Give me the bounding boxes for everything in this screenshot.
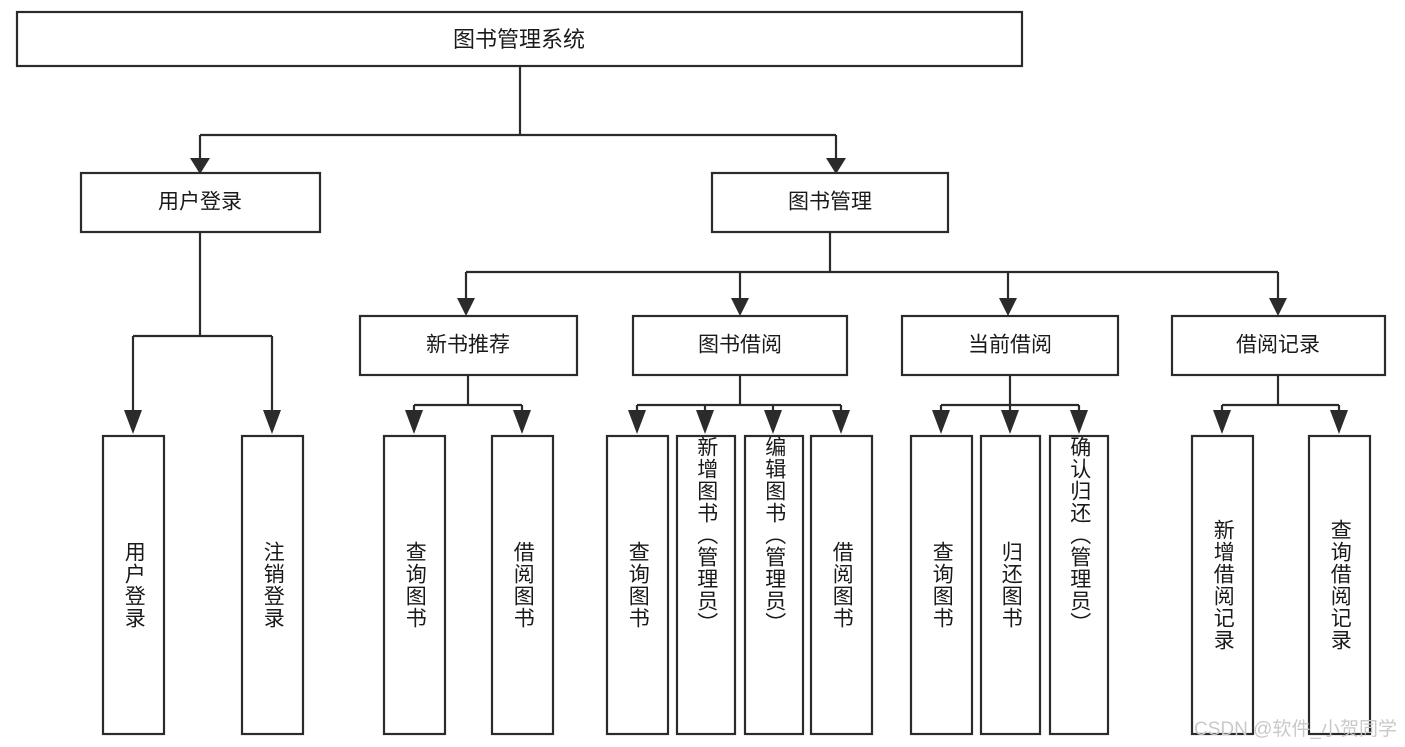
arrow-to-leaf-query-book-1 <box>405 410 423 434</box>
arrow-to-leaf-confirm-return <box>1070 410 1088 434</box>
node-current-borrow[interactable]: 当前借阅 <box>900 314 1120 377</box>
edge-bookmanage-trunk <box>464 233 1280 300</box>
arrow-to-book-manage <box>826 158 846 174</box>
node-borrow-record-box[interactable] <box>1170 314 1387 377</box>
arrow-to-leaf-borrow-book-1 <box>513 410 531 434</box>
arrow-to-book-borrow <box>731 298 749 316</box>
edge-currentborrow-trunk <box>939 375 1081 412</box>
node-new-book-recommend-box[interactable] <box>358 314 579 377</box>
edge-userlogin-trunk <box>131 232 274 412</box>
node-current-borrow-label: 当前借阅 <box>968 334 1052 357</box>
node-root[interactable]: 图书管理系统 <box>15 10 1024 68</box>
node-root-box[interactable] <box>15 10 1024 68</box>
leaf-borrow-book-2-box[interactable] <box>809 434 874 736</box>
arrow-to-new-book <box>457 298 475 316</box>
arrow-to-user-login <box>190 158 210 174</box>
node-current-borrow-box[interactable] <box>900 314 1120 377</box>
leaf-user-login-box[interactable] <box>101 434 166 736</box>
arrow-to-leaf-query-book-2 <box>628 410 646 434</box>
leaf-query-book-1-box[interactable] <box>382 434 447 736</box>
leaf-query-borrow-record-box[interactable] <box>1307 434 1372 736</box>
arrow-to-leaf-add-book <box>696 410 714 434</box>
leaf-confirm-return-box[interactable] <box>1048 434 1110 736</box>
node-root-label: 图书管理系统 <box>453 27 585 52</box>
leaf-borrow-book-1-box[interactable] <box>490 434 555 736</box>
leaf-edit-book-box[interactable] <box>743 434 805 736</box>
arrow-to-leaf-return-book <box>1001 410 1019 434</box>
arrow-to-leaf-borrow-book-2 <box>832 410 850 434</box>
node-book-borrow-box[interactable] <box>631 314 849 377</box>
node-new-book-recommend[interactable]: 新书推荐 <box>358 314 579 377</box>
arrow-to-leaf-logout <box>263 410 281 434</box>
edges-layer <box>131 66 1341 412</box>
leaf-query-book-2-box[interactable] <box>605 434 670 736</box>
arrowheads-layer <box>124 158 1348 434</box>
leaf-logout-login-box[interactable] <box>240 434 305 736</box>
arrow-to-current-borrow <box>999 298 1017 316</box>
leaf-add-book-box[interactable] <box>675 434 737 736</box>
node-book-manage-label: 图书管理 <box>788 191 872 214</box>
leaf-add-borrow-record-box[interactable] <box>1190 434 1255 736</box>
node-book-borrow[interactable]: 图书借阅 <box>631 314 849 377</box>
node-book-manage[interactable]: 图书管理 <box>710 171 950 234</box>
node-book-borrow-label: 图书借阅 <box>698 334 782 357</box>
node-new-book-recommend-label: 新书推荐 <box>426 334 510 357</box>
node-user-login[interactable]: 用户登录 <box>79 171 322 234</box>
arrow-to-leaf-query-record <box>1330 410 1348 434</box>
nodes-layer: 图书管理系统 用户登录 图书管理 新书推荐 图书借阅 <box>15 10 1387 736</box>
arrow-to-borrow-record <box>1269 298 1287 316</box>
node-user-login-box[interactable] <box>79 171 322 234</box>
arrow-to-leaf-query-book-3 <box>932 410 950 434</box>
leaf-return-book-box[interactable] <box>979 434 1042 736</box>
node-user-login-label: 用户登录 <box>158 191 242 214</box>
edge-newbook-trunk <box>412 374 524 412</box>
node-borrow-record-label: 借阅记录 <box>1236 334 1320 357</box>
node-borrow-record[interactable]: 借阅记录 <box>1170 314 1387 377</box>
arrow-to-leaf-edit-book <box>764 410 782 434</box>
node-book-manage-box[interactable] <box>710 171 950 234</box>
leaf-query-book-3-box[interactable] <box>909 434 974 736</box>
edge-borrowrecord-trunk <box>1220 375 1341 412</box>
arrow-to-leaf-add-record <box>1213 410 1231 434</box>
edge-root-trunk <box>198 66 838 160</box>
arrow-to-leaf-user-login <box>124 410 142 434</box>
edge-bookborrow-trunk <box>635 375 843 412</box>
